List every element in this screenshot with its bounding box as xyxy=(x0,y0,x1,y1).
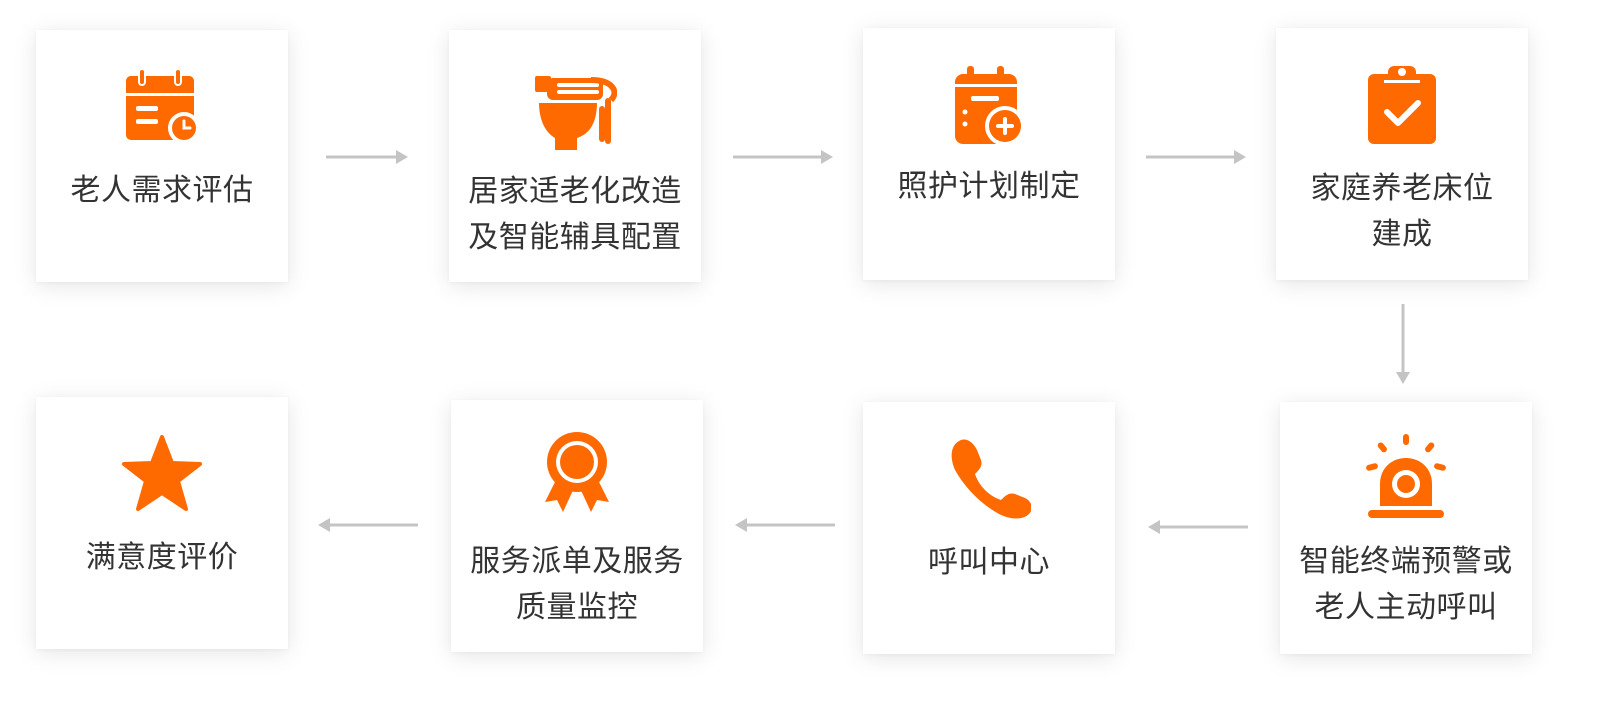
step-label: 照护计划制定 xyxy=(897,169,1081,204)
star-icon xyxy=(120,433,204,517)
step-card-alarm-call: 智能终端预警或 老人主动呼叫 xyxy=(1280,402,1532,654)
arrow-left xyxy=(316,516,418,534)
arrow-right xyxy=(1146,148,1248,166)
arrow-down xyxy=(1394,304,1412,386)
calendar-clock-icon xyxy=(120,66,204,150)
step-card-home-care-bed: 家庭养老床位 建成 xyxy=(1276,28,1528,280)
arrow-right xyxy=(733,148,835,166)
step-label: 老人需求评估 xyxy=(70,173,254,208)
arrow-left xyxy=(1146,518,1248,536)
step-label: 呼叫中心 xyxy=(928,545,1050,580)
award-ribbon-icon xyxy=(535,430,619,514)
toilet-grab-bar-icon xyxy=(533,70,617,154)
step-card-home-renovation: 居家适老化改造 及智能辅具配置 xyxy=(449,30,701,282)
step-label: 满意度评价 xyxy=(85,540,239,575)
step-card-service-dispatch: 服务派单及服务 质量监控 xyxy=(451,400,703,652)
step-card-needs-assessment: 老人需求评估 xyxy=(36,30,288,282)
step-label: 家庭养老床位 建成 xyxy=(1310,171,1494,252)
alarm-siren-icon xyxy=(1364,434,1448,518)
calendar-plus-icon xyxy=(947,64,1031,148)
arrow-left xyxy=(733,516,835,534)
step-card-call-center: 呼叫中心 xyxy=(863,402,1115,654)
step-label: 居家适老化改造 及智能辅具配置 xyxy=(468,174,682,255)
step-card-satisfaction: 满意度评价 xyxy=(36,397,288,649)
clipboard-check-icon xyxy=(1360,62,1444,146)
arrow-right xyxy=(326,148,410,166)
step-card-care-plan: 照护计划制定 xyxy=(863,28,1115,280)
step-label: 智能终端预警或 老人主动呼叫 xyxy=(1299,544,1513,625)
step-label: 服务派单及服务 质量监控 xyxy=(470,544,684,625)
phone-icon xyxy=(947,436,1031,520)
